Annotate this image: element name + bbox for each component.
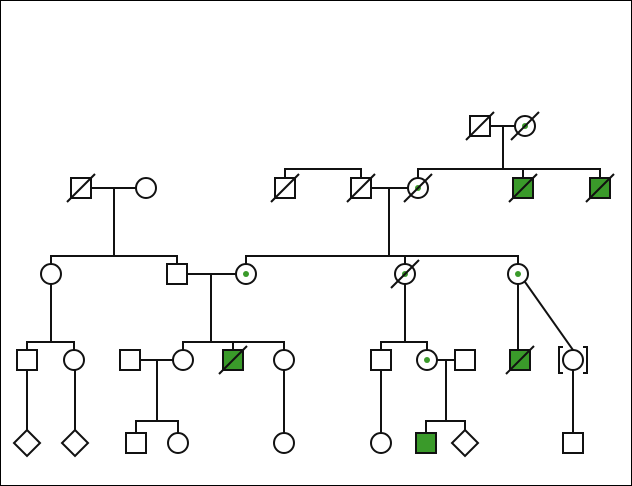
female-symbol-II3 bbox=[235, 263, 257, 285]
deceased-slash bbox=[270, 173, 300, 203]
deceased-slash bbox=[465, 111, 495, 141]
deceased-slash bbox=[218, 345, 248, 375]
male-symbol-III1 bbox=[16, 349, 38, 371]
female-symbol-IV4 bbox=[167, 432, 189, 454]
female-symbol-IV5 bbox=[273, 432, 295, 454]
female-symbol-I5 bbox=[403, 173, 433, 203]
female-symbol-I2 bbox=[135, 177, 157, 199]
female-symbol-III6 bbox=[273, 349, 295, 371]
deceased-slash bbox=[403, 173, 433, 203]
male-shape bbox=[119, 349, 141, 371]
female-shape bbox=[370, 432, 392, 454]
carrier-dot bbox=[515, 271, 521, 277]
female-symbol-II5 bbox=[507, 263, 529, 285]
unknown-symbol-IV2 bbox=[60, 428, 90, 458]
deceased-slash bbox=[510, 111, 540, 141]
carrier-dot bbox=[243, 271, 249, 277]
unknown-shape bbox=[450, 428, 480, 458]
relationship-lines bbox=[26, 125, 601, 434]
female-symbol-III2 bbox=[63, 349, 85, 371]
female-shape bbox=[172, 349, 194, 371]
male-shape bbox=[125, 432, 147, 454]
unknown-shape bbox=[12, 428, 42, 458]
unknown-symbol-IV8 bbox=[450, 428, 480, 458]
deceased-slash bbox=[585, 173, 615, 203]
male-symbol-III7 bbox=[370, 349, 392, 371]
female-shape bbox=[562, 349, 584, 371]
female-shape bbox=[167, 432, 189, 454]
deceased-slash bbox=[390, 259, 420, 289]
female-shape bbox=[40, 263, 62, 285]
individuals bbox=[12, 111, 615, 458]
female-symbol-II1 bbox=[40, 263, 62, 285]
affected-male-shape bbox=[415, 432, 437, 454]
relationship-line bbox=[523, 280, 575, 352]
adoption-brackets bbox=[558, 346, 588, 374]
female-shape bbox=[135, 177, 157, 199]
male-symbol-IV7 bbox=[415, 432, 437, 454]
male-symbol-I7 bbox=[585, 173, 615, 203]
female-symbol-III4 bbox=[172, 349, 194, 371]
female-shape bbox=[273, 432, 295, 454]
deceased-slash bbox=[66, 173, 96, 203]
male-symbol-IV9 bbox=[562, 432, 584, 454]
female-symbol-III11 bbox=[558, 346, 588, 374]
male-symbol-II2 bbox=[166, 263, 188, 285]
male-shape bbox=[562, 432, 584, 454]
female-shape bbox=[63, 349, 85, 371]
female-symbol-III8 bbox=[416, 349, 438, 371]
male-symbol-I4 bbox=[346, 173, 376, 203]
male-shape bbox=[16, 349, 38, 371]
male-symbol-I6 bbox=[508, 173, 538, 203]
female-symbol-II4 bbox=[390, 259, 420, 289]
male-symbol-IV3 bbox=[125, 432, 147, 454]
male-shape bbox=[454, 349, 476, 371]
male-symbol-III9 bbox=[454, 349, 476, 371]
male-symbol-III10 bbox=[505, 345, 535, 375]
unknown-symbol-IV1 bbox=[12, 428, 42, 458]
male-symbol-G0a bbox=[465, 111, 495, 141]
male-shape bbox=[166, 263, 188, 285]
male-symbol-III5 bbox=[218, 345, 248, 375]
deceased-slash bbox=[346, 173, 376, 203]
male-symbol-III3 bbox=[119, 349, 141, 371]
female-symbol-G0b bbox=[510, 111, 540, 141]
deceased-slash bbox=[508, 173, 538, 203]
deceased-slash bbox=[505, 345, 535, 375]
female-shape bbox=[273, 349, 295, 371]
unknown-shape bbox=[60, 428, 90, 458]
male-shape bbox=[370, 349, 392, 371]
carrier-dot bbox=[424, 357, 430, 363]
male-symbol-I3 bbox=[270, 173, 300, 203]
female-symbol-IV6 bbox=[370, 432, 392, 454]
male-symbol-I1 bbox=[66, 173, 96, 203]
